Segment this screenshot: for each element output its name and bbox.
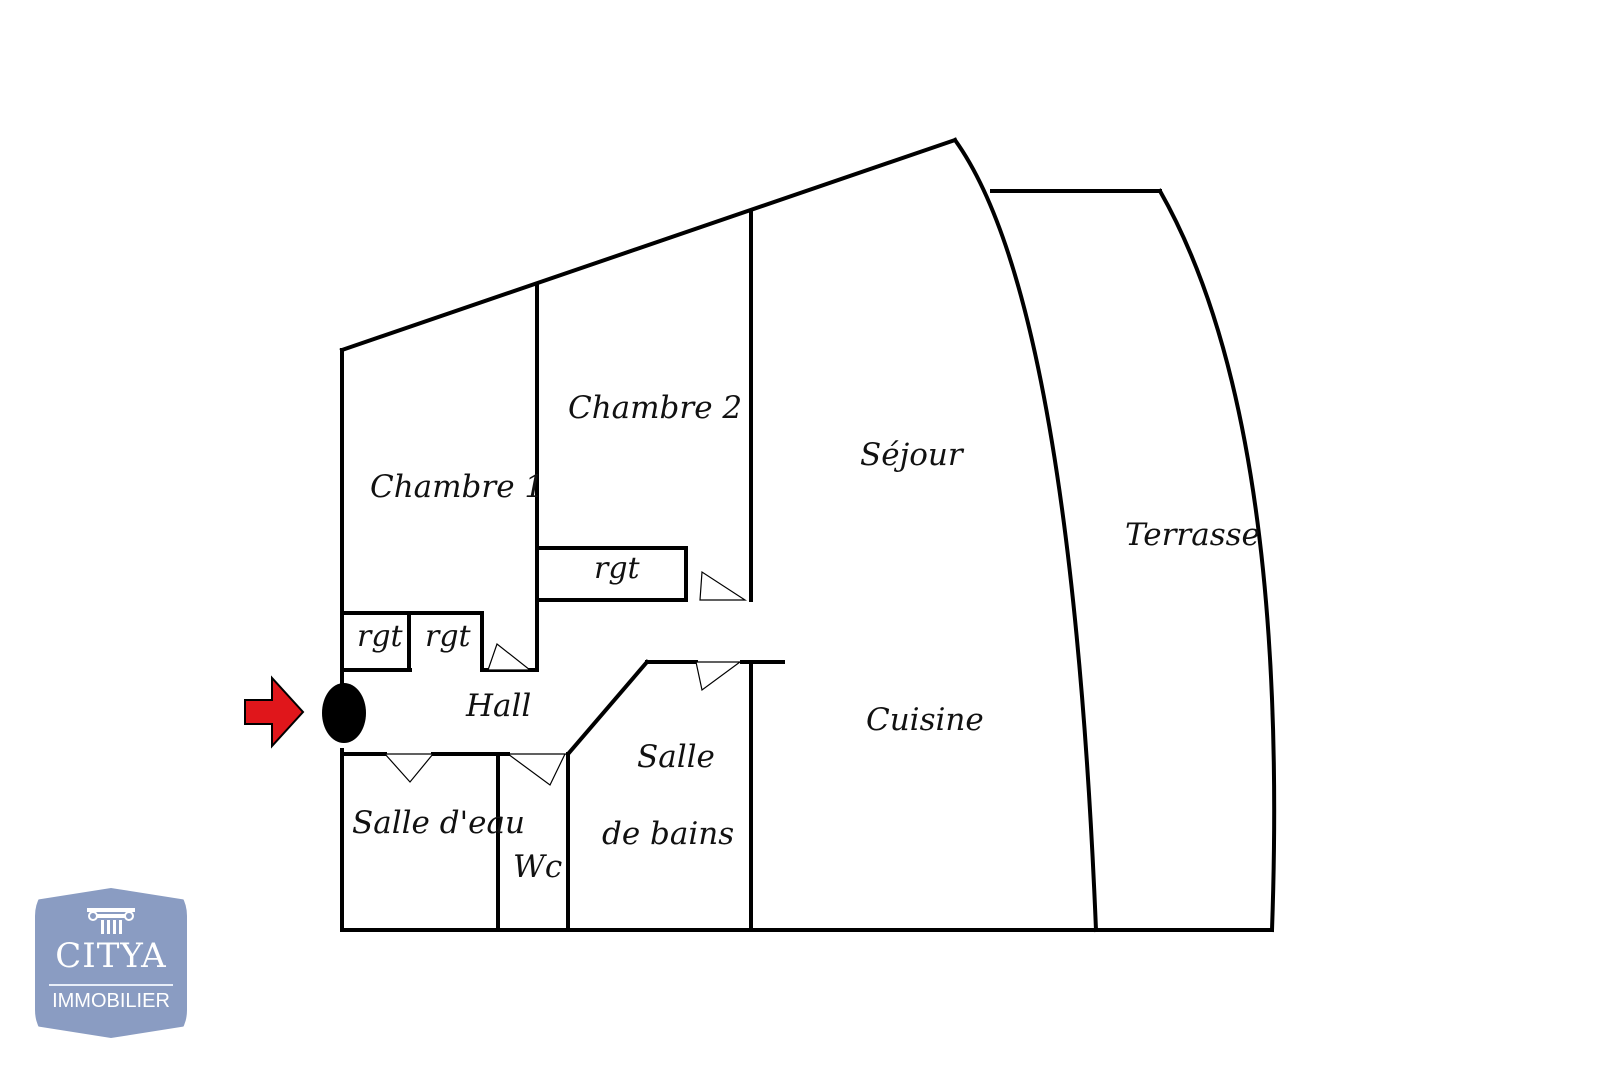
- logo-brand: CITYA: [55, 936, 167, 976]
- entrance-arrow-icon: [244, 675, 305, 749]
- label-salle-de-bains-line2: de bains: [602, 816, 734, 852]
- label-wc: Wc: [513, 849, 562, 885]
- label-salle-de-bains-line1: Salle: [637, 739, 715, 775]
- interior-walls: [340, 210, 785, 932]
- label-chambre-2: Chambre 2: [568, 390, 742, 426]
- label-rgt-a: rgt: [357, 619, 404, 654]
- label-chambre-1: Chambre 1: [370, 469, 544, 505]
- label-salle-deau: Salle d'eau: [352, 805, 525, 841]
- door-salle-deau: [383, 753, 435, 783]
- label-cuisine: Cuisine: [866, 702, 984, 738]
- terrace-outline: [990, 188, 1277, 933]
- entrance: [244, 675, 366, 749]
- label-rgt-b: rgt: [425, 619, 472, 654]
- door-chambre2: [699, 570, 748, 601]
- room-labels: Chambre 1 Chambre 2 Séjour Terrasse rgt …: [352, 390, 1260, 885]
- label-rgt-chambre2: rgt: [594, 551, 641, 586]
- door-cuisine: [695, 661, 742, 692]
- label-sejour: Séjour: [860, 437, 965, 473]
- logo-divider: [49, 984, 173, 986]
- door-chambre1: [487, 643, 532, 671]
- door-swings: [383, 570, 748, 786]
- ionic-column-icon: [87, 908, 135, 934]
- entrance-marker: [322, 683, 366, 743]
- door-wc: [506, 753, 566, 786]
- logo-subtitle: IMMOBILIER: [52, 990, 170, 1012]
- citya-logo: CITYA IMMOBILIER: [35, 888, 187, 1038]
- label-hall: Hall: [465, 688, 531, 724]
- label-terrasse: Terrasse: [1125, 517, 1260, 553]
